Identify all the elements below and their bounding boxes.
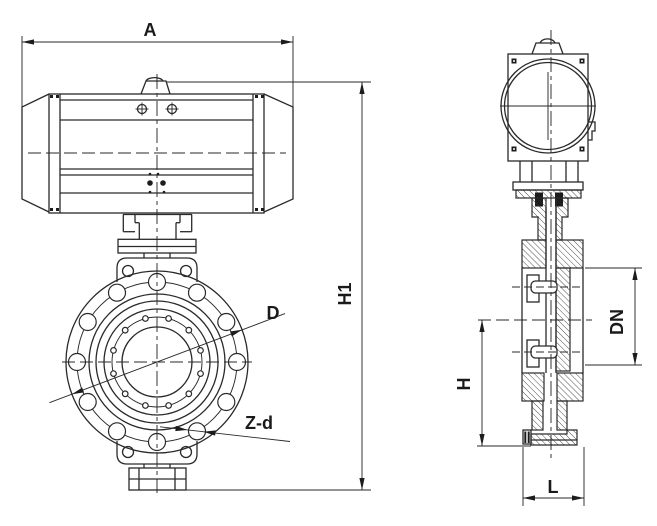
dim-dn: DN (585, 267, 642, 366)
front-view (21, 74, 294, 493)
side-bracket-legs (519, 161, 579, 182)
side-corner-bolts (511, 58, 585, 152)
side-right-tab (588, 121, 596, 141)
dim-h: H (454, 320, 531, 447)
dim-label-l: L (548, 477, 559, 497)
side-neck-right (555, 197, 569, 241)
dim-zd: Z-d (159, 413, 291, 442)
side-neck-left (531, 197, 547, 241)
valve-foot (128, 467, 187, 491)
actuator-endcap-bolts (50, 95, 264, 211)
valve-disc-section (555, 267, 571, 372)
actuator-top-boss (140, 80, 171, 95)
actuator-body (48, 93, 265, 214)
side-actuator-body (507, 53, 589, 162)
side-mount-plate (512, 181, 584, 191)
dim-l: L (522, 447, 585, 506)
actuator-left-dome (21, 93, 50, 213)
side-view (478, 30, 596, 462)
dim-a: A (21, 20, 294, 107)
inner-bolt-holes (110, 315, 204, 409)
stem-indicator-dots (147, 172, 166, 194)
stem-bottom-cap (522, 429, 578, 446)
dim-label-a: A (144, 20, 157, 40)
dim-d: D (49, 303, 286, 404)
side-adapter-plate (515, 189, 582, 199)
dim-label-dn: DN (607, 309, 627, 335)
dim-label-d: D (267, 303, 280, 323)
actuator-screws (135, 102, 179, 116)
dim-label-h: H (454, 378, 474, 391)
dim-label-h1: H1 (335, 282, 355, 305)
dim-label-zd: Z-d (245, 413, 273, 433)
dimensions: A H1 D Z-d (21, 20, 642, 506)
dim-h1: H1 (166, 81, 371, 491)
disc-pins (526, 274, 558, 368)
side-top-boss (531, 42, 564, 55)
actuator-right-dome (263, 93, 294, 213)
